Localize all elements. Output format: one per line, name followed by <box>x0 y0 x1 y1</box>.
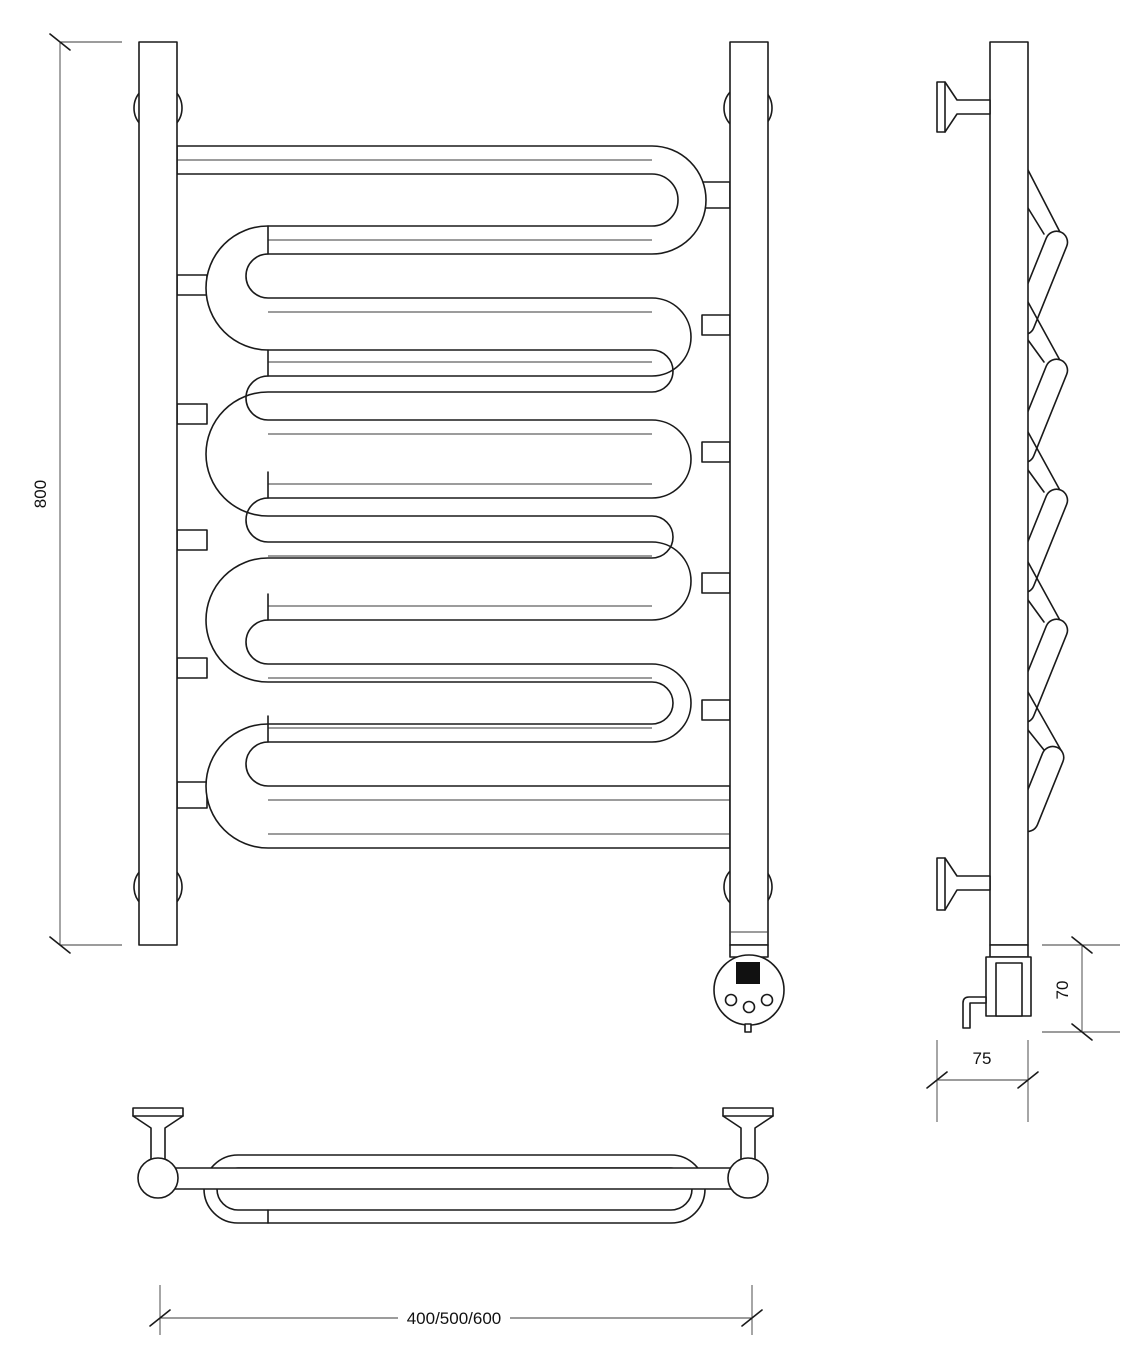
depth-label: 75 <box>973 1049 992 1068</box>
unit-height-label: 70 <box>1053 981 1072 1000</box>
side-view: 70 75 <box>926 41 1120 1122</box>
side-upright <box>989 41 1029 946</box>
serpentine-tube <box>176 145 731 849</box>
heater-controller <box>713 944 785 1033</box>
height-label: 800 <box>31 480 50 508</box>
unit-height-dimension: 70 <box>1042 936 1120 1041</box>
button-icon <box>724 993 738 1007</box>
top-straight-bar <box>159 1167 753 1190</box>
height-dimension: 800 <box>31 33 122 954</box>
button-icon <box>742 1000 756 1014</box>
right-upright <box>729 41 769 946</box>
top-end-cap <box>137 1157 179 1199</box>
width-label: 400/500/600 <box>407 1309 502 1328</box>
top-end-cap <box>727 1157 769 1199</box>
left-upright <box>138 41 178 946</box>
display-icon <box>736 962 760 984</box>
connector-stub <box>176 181 731 809</box>
wall-bracket <box>936 81 991 911</box>
top-view: 400/500/600 <box>132 1107 774 1335</box>
side-heater-unit <box>962 944 1032 1029</box>
top-bracket <box>132 1107 774 1161</box>
button-icon <box>760 993 774 1007</box>
front-view: 800 <box>31 33 785 1033</box>
depth-dimension: 75 <box>926 1040 1039 1122</box>
width-dimension: 400/500/600 <box>149 1285 763 1335</box>
tube-inner-lines <box>177 159 730 835</box>
